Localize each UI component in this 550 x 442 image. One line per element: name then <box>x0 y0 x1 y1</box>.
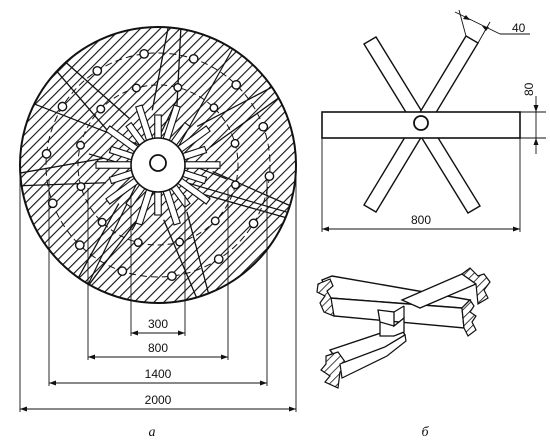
segment-line <box>212 170 293 207</box>
caption-a: а <box>149 425 156 440</box>
segment-line <box>209 96 281 148</box>
bolt-hole <box>76 182 86 192</box>
dim-300-label: 300 <box>148 317 168 331</box>
caption-b: б <box>421 425 429 440</box>
dimension-80: 80 <box>520 82 546 154</box>
segment-line <box>63 60 130 119</box>
spoke-strip <box>154 114 162 140</box>
dim-40-label: 40 <box>512 21 526 35</box>
bolt-circle-inner <box>77 84 239 246</box>
bolt-hole <box>57 101 68 112</box>
bolt-hole <box>97 217 107 227</box>
dimension-lines-a: 300 800 1400 2000 <box>19 170 297 412</box>
bolt-hole <box>210 216 220 226</box>
bolt-hole <box>47 198 58 209</box>
bolt-hole <box>131 83 141 93</box>
dim-800-label-b: 800 <box>411 213 431 227</box>
bolt-hole <box>92 66 103 76</box>
bolt-hole <box>230 138 240 148</box>
upper-timber-left-end <box>316 278 335 317</box>
bolt-hole <box>41 148 52 159</box>
lower-timber-face <box>339 334 407 379</box>
bolt-hole <box>209 103 219 113</box>
dim-2000-label: 2000 <box>145 393 172 407</box>
center-bolt-hole <box>413 115 429 131</box>
segment-line <box>186 211 210 296</box>
bolt-hole <box>231 180 241 190</box>
bolt-hole <box>175 237 185 247</box>
segment-line <box>20 182 106 187</box>
joint-detail <box>316 267 491 389</box>
dim-80-label: 80 <box>522 82 536 96</box>
bolt-hole <box>213 254 224 264</box>
segment-line <box>196 85 275 127</box>
segment-line <box>54 69 113 136</box>
cross-timber-end <box>460 267 491 306</box>
segment-line <box>204 193 288 219</box>
dimension-40: 40 <box>454 9 530 44</box>
bolt-holes <box>41 48 275 282</box>
disc-drawing <box>19 26 297 304</box>
segment-line <box>20 157 104 175</box>
bolt-hole <box>133 238 143 248</box>
bolt-hole <box>258 121 269 132</box>
segment-line <box>76 203 120 280</box>
bolt-hole <box>139 48 150 59</box>
dim-800-label-a: 800 <box>148 341 168 355</box>
halving-notch <box>377 309 405 337</box>
bolt-circle-outer <box>45 52 271 278</box>
dimension-800-b: 800 <box>321 138 521 232</box>
bolt-hole <box>117 266 128 277</box>
hub-hole <box>149 154 167 172</box>
bolt-hole <box>188 53 199 64</box>
board-segment-lines <box>20 27 293 300</box>
bolt-hole <box>166 271 177 282</box>
bolt-hole <box>248 218 259 229</box>
spoke-strip <box>95 161 133 169</box>
bolt-hole <box>75 140 85 150</box>
right-timber-end <box>461 299 477 337</box>
bolt-hole <box>173 82 183 92</box>
spoke-strip <box>183 161 221 169</box>
lower-timber-side <box>320 351 349 389</box>
bolt-hole <box>74 240 85 251</box>
spoke-strip <box>154 190 162 216</box>
board-edge-line <box>87 97 179 285</box>
bolt-hole <box>264 171 275 182</box>
dim-1400-label: 1400 <box>145 367 172 381</box>
segment-line <box>163 219 198 300</box>
segment-line <box>151 27 170 111</box>
spoke-strips <box>95 104 221 226</box>
bolt-hole <box>96 104 106 114</box>
bolt-hole <box>231 79 242 90</box>
cross-frame-drawing <box>321 35 521 214</box>
